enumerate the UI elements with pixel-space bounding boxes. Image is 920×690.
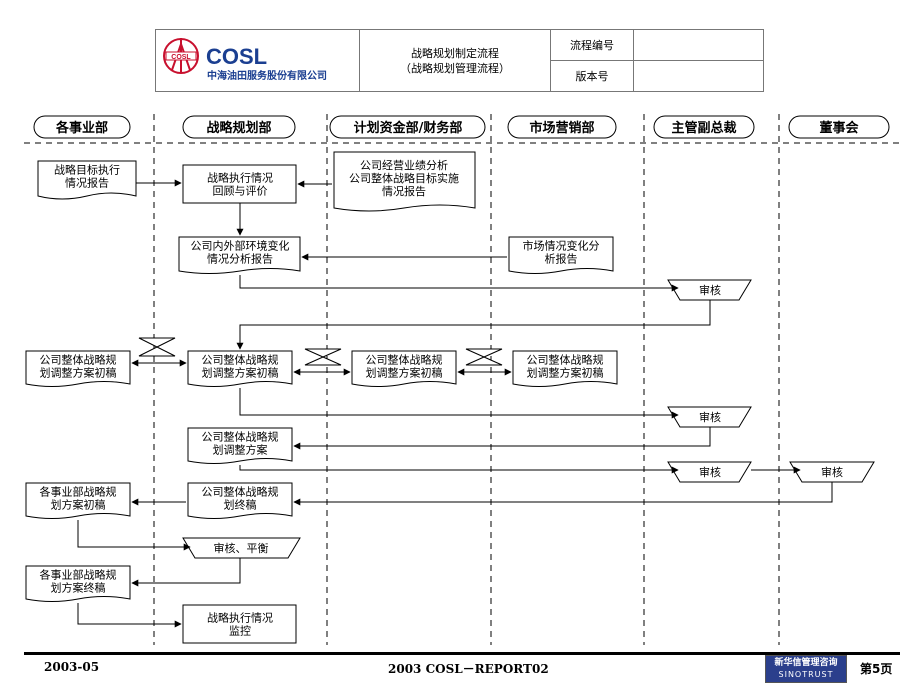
collate-icon [138, 337, 176, 357]
connector [77, 520, 191, 551]
footer-date: 2003-05 [44, 660, 100, 674]
lane-header-4: 市场营销部 [507, 115, 617, 139]
lane-header-5: 主管副总裁 [653, 115, 755, 139]
lane-dividers [153, 114, 780, 645]
lane-label: 计划资金部/财务部 [354, 120, 463, 136]
sinotrust-logo-cn: 新华信管理咨询 [774, 658, 838, 668]
lane-header-1: 各事业部 [33, 115, 131, 139]
node-audit1: 审核 [699, 283, 721, 297]
node-bu-draft-shape [25, 482, 131, 519]
node-draft-bu-shape [25, 350, 131, 387]
node-audit2: 审核 [699, 410, 721, 424]
node-finance-report: 公司经营业绩分析公司整体战略目标实施情况报告 [349, 158, 459, 198]
node-draft-sp: 公司整体战略规划调整方案初稿 [202, 353, 279, 380]
node-environment-report-shape [178, 236, 301, 274]
node-draft-mkt-shape [512, 350, 618, 387]
node-audit2-shape [667, 406, 752, 428]
node-final: 公司整体战略规划终稿 [202, 485, 279, 512]
lane-label: 战略规划部 [206, 120, 271, 136]
node-market-report: 市场情况变化分析报告 [523, 239, 600, 266]
node-plan-shape [187, 427, 293, 464]
brand-text: COSL [206, 44, 267, 69]
node-monitor: 战略执行情况监控 [207, 611, 273, 638]
node-monitor-shape [182, 604, 297, 644]
footer-page-number: 第5页 [860, 662, 893, 676]
node-bu-draft: 各事业部战略规划方案初稿 [40, 485, 117, 512]
node-environment-report: 公司内外部环境变化情况分析报告 [191, 239, 290, 266]
connector [239, 275, 679, 292]
node-balance: 审核、平衡 [214, 541, 269, 555]
lane-header-2: 战略规划部 [182, 115, 296, 139]
node-draft-bu: 公司整体战略规划调整方案初稿 [40, 353, 117, 380]
node-review-shape [182, 164, 297, 204]
connector [239, 465, 679, 474]
node-strategy-report: 战略目标执行情况报告 [54, 163, 120, 190]
collate-icon [304, 348, 342, 366]
connector [293, 482, 833, 506]
node-market-report-shape [508, 236, 614, 274]
node-plan: 公司整体战略规划调整方案 [202, 430, 279, 457]
connector [293, 427, 711, 450]
header-table: COSL COSL 中海油田服务股份有限公司 战略规划制定流程 （战略规划管理流… [155, 29, 764, 92]
cosl-logo-icon: COSL COSL 中海油田服务股份有限公司 [162, 38, 327, 82]
process-title: 战略规划制定流程 （战略规划管理流程） [359, 29, 551, 92]
connector [77, 603, 182, 628]
node-finance-report-shape [333, 151, 476, 212]
sinotrust-logo: 新华信管理咨询 SINOTRUST [765, 655, 847, 683]
connector [239, 388, 679, 419]
connector [236, 300, 711, 350]
collate-icon [465, 348, 503, 366]
node-final-shape [187, 482, 293, 519]
title-line1: 战略规划制定流程 [411, 46, 499, 60]
node-bu-final-shape [25, 565, 131, 602]
lane-header-6: 董事会 [788, 115, 890, 139]
lane-label: 董事会 [819, 120, 859, 136]
lane-label: 各事业部 [55, 120, 108, 136]
node-draft-mkt: 公司整体战略规划调整方案初稿 [527, 353, 604, 380]
version-label: 版本号 [550, 60, 634, 92]
node-balance-shape [182, 537, 301, 559]
sinotrust-logo-en: SINOTRUST [778, 670, 834, 679]
node-draft-fin: 公司整体战略规划调整方案初稿 [366, 353, 443, 380]
footer-rule [24, 652, 900, 655]
footer-report-id: 2003 COSL－REPORT02 [388, 662, 549, 676]
emblem-text: COSL [171, 54, 191, 61]
node-draft-sp-shape [187, 350, 293, 387]
lane-label: 主管副总裁 [671, 120, 736, 136]
node-audit4: 审核 [821, 465, 843, 479]
company-name: 中海油田服务股份有限公司 [207, 69, 327, 82]
node-audit4-shape [789, 461, 875, 483]
title-line2: （战略规划管理流程） [400, 61, 510, 75]
version-value [633, 60, 764, 92]
connector [131, 558, 241, 587]
node-bu-final: 各事业部战略规划方案终稿 [40, 568, 117, 595]
node-review: 战略执行情况回顾与评价 [207, 171, 273, 198]
node-audit1-shape [667, 279, 752, 301]
lane-header-3: 计划资金部/财务部 [329, 115, 486, 139]
node-audit3-shape [667, 461, 752, 483]
lane-label: 市场营销部 [529, 120, 594, 136]
node-strategy-report-shape [37, 160, 137, 200]
company-logo: COSL COSL 中海油田服务股份有限公司 [155, 29, 360, 92]
node-audit3: 审核 [699, 465, 721, 479]
node-draft-fin-shape [351, 350, 457, 387]
